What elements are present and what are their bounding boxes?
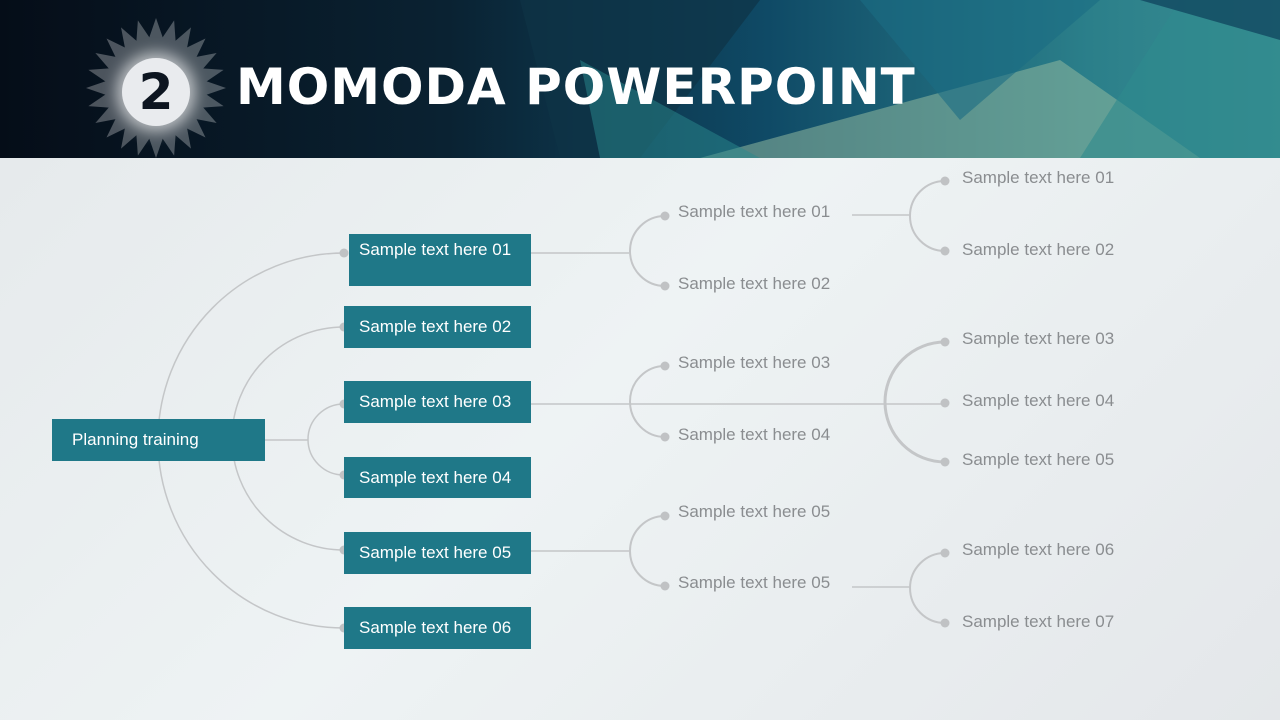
level2-label-4: Sample text here 04 <box>678 425 831 444</box>
level2-label-1: Sample text here 01 <box>678 202 831 221</box>
level1-node-1: Sample text here 01 <box>349 234 531 286</box>
level1-node-3: Sample text here 03 <box>344 381 531 423</box>
level1-node-5: Sample text here 05 <box>344 532 531 574</box>
level3-label-5: Sample text here 05 <box>962 450 1115 469</box>
root-node: Planning training <box>52 419 265 461</box>
level3-label-2: Sample text here 02 <box>962 240 1115 259</box>
level2-label-5: Sample text here 05 <box>678 502 831 521</box>
level1-node-2: Sample text here 02 <box>344 306 531 348</box>
level3-label-1: Sample text here 01 <box>962 168 1115 187</box>
level2-label-3: Sample text here 03 <box>678 353 831 372</box>
level3-label-7: Sample text here 07 <box>962 612 1115 631</box>
level3-label-6: Sample text here 06 <box>962 540 1115 559</box>
level2-label-2: Sample text here 02 <box>678 274 831 293</box>
level3-label-4: Sample text here 04 <box>962 391 1115 410</box>
level2-label-6: Sample text here 05 <box>678 573 831 592</box>
section-number-badge: 2 <box>122 58 190 126</box>
page-title: MOMODA POWERPOINT <box>236 58 916 116</box>
level1-node-4: Sample text here 04 <box>344 457 531 498</box>
level1-node-6: Sample text here 06 <box>344 607 531 649</box>
level3-label-3: Sample text here 03 <box>962 329 1115 348</box>
header-polygons <box>520 0 1280 158</box>
